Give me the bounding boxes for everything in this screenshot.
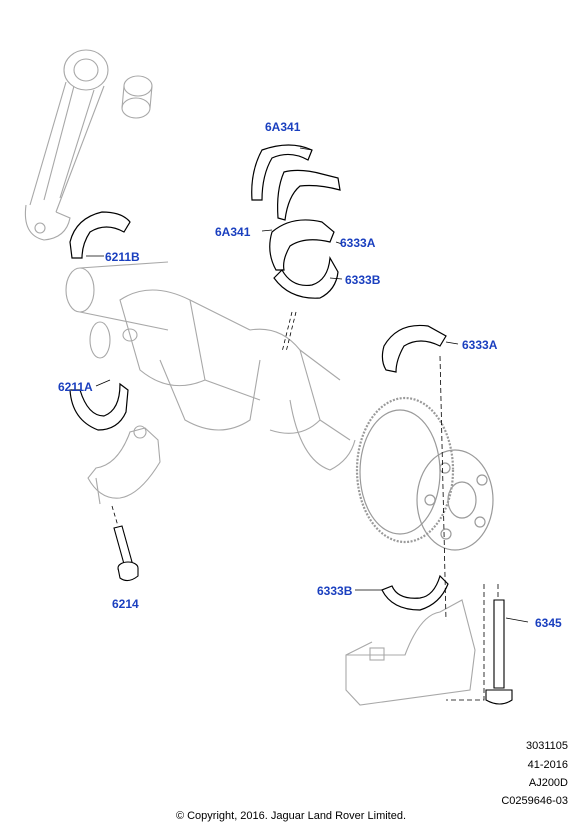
bolt-6214 [113, 525, 139, 582]
bearing-shells [69, 144, 449, 611]
label-6a341-upper: 6A341 [265, 120, 301, 134]
label-6a341-lower: 6A341 [215, 225, 251, 239]
label-6345: 6345 [535, 616, 562, 630]
label-6214: 6214 [112, 597, 139, 611]
copyright-notice: © Copyright, 2016. Jaguar Land Rover Lim… [175, 810, 407, 822]
label-6333b-upper: 6333B [345, 273, 381, 287]
label-6211a: 6211A [58, 380, 93, 394]
flywheel [355, 396, 494, 551]
conrod-cap [87, 425, 161, 505]
ref-code-3: AJ200D [528, 777, 568, 789]
main-bearing-cap [345, 599, 476, 706]
label-6333a-right: 6333A [462, 338, 498, 352]
crankshaft [65, 261, 356, 471]
guide-lines [86, 147, 529, 701]
label-6211b: 6211B [105, 250, 140, 264]
label-6333b-lower: 6333B [317, 584, 353, 598]
bolt-6345 [485, 599, 513, 705]
connecting-rod [24, 49, 109, 241]
ref-code-4: C0259646-03 [501, 795, 568, 807]
ref-code-2: 41-2016 [527, 759, 568, 771]
ref-code-1: 3031105 [525, 740, 568, 752]
label-6333a-upper: 6333A [340, 236, 376, 250]
piston-pin [121, 75, 153, 119]
